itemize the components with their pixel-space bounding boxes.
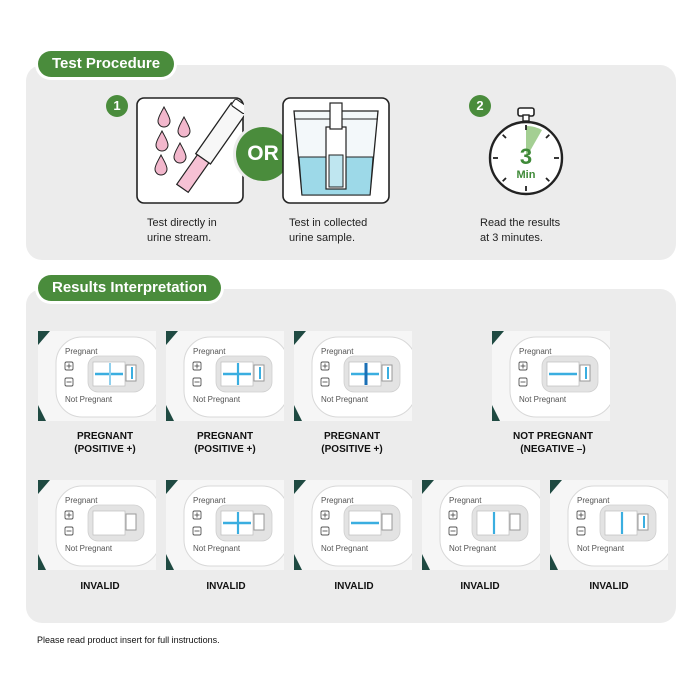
- step-1-badge: 1: [106, 95, 128, 117]
- option-a-caption: Test directly in urine stream.: [147, 217, 217, 244]
- not-pregnant-label: Not Pregnant: [193, 544, 241, 553]
- pregnant-label: Pregnant: [577, 496, 610, 505]
- collected-sample-illustration: [282, 97, 390, 204]
- result-label-invalid-4: INVALID: [460, 581, 500, 592]
- timer-value: 3: [520, 144, 532, 169]
- not-pregnant-label: Not Pregnant: [65, 544, 113, 553]
- pregnant-label: Pregnant: [65, 347, 98, 356]
- not-pregnant-label: Not Pregnant: [577, 544, 625, 553]
- test-device-invalid-2: Pregnant Not Pregnant: [166, 480, 284, 570]
- result-label-invalid-1: INVALID: [80, 581, 120, 592]
- footnote: Please read product insert for full inst…: [37, 635, 220, 645]
- procedure-title: Test Procedure: [38, 51, 175, 77]
- test-device-invalid-4: Pregnant Not Pregnant: [422, 480, 540, 570]
- timer-icon: 3 Min: [488, 107, 564, 196]
- pregnant-label: Pregnant: [193, 496, 226, 505]
- result-label-positive-2: PREGNANT (POSITIVE +): [194, 431, 256, 455]
- test-device-invalid-5: Pregnant Not Pregnant: [550, 480, 668, 570]
- urine-stream-illustration: [136, 97, 244, 204]
- not-pregnant-label: Not Pregnant: [193, 395, 241, 404]
- result-label-positive-3: PREGNANT (POSITIVE +): [321, 431, 383, 455]
- pregnant-label: Pregnant: [519, 347, 552, 356]
- not-pregnant-label: Not Pregnant: [321, 544, 369, 553]
- test-device-invalid-3: Pregnant Not Pregnant: [294, 480, 412, 570]
- not-pregnant-label: Not Pregnant: [65, 395, 113, 404]
- pregnant-label: Pregnant: [449, 496, 482, 505]
- or-badge: OR: [236, 127, 290, 181]
- test-device-negative: Pregnant Not Pregnant: [492, 331, 610, 421]
- test-device-positive-3: Pregnant Not Pregnant: [294, 331, 412, 421]
- pregnant-label: Pregnant: [193, 347, 226, 356]
- step-2-badge: 2: [469, 95, 491, 117]
- result-label-invalid-5: INVALID: [589, 581, 629, 592]
- pregnant-label: Pregnant: [321, 496, 354, 505]
- result-label-invalid-3: INVALID: [334, 581, 374, 592]
- test-device-positive-1: Pregnant Not Pregnant: [38, 331, 156, 421]
- not-pregnant-label: Not Pregnant: [449, 544, 497, 553]
- results-title: Results Interpretation: [38, 275, 222, 301]
- test-device-positive-2: Pregnant Not Pregnant: [166, 331, 284, 421]
- result-label-invalid-2: INVALID: [206, 581, 246, 592]
- pregnant-label: Pregnant: [321, 347, 354, 356]
- result-label-positive-1: PREGNANT (POSITIVE +): [74, 431, 136, 455]
- not-pregnant-label: Not Pregnant: [519, 395, 567, 404]
- step-2-caption: Read the results at 3 minutes.: [480, 217, 561, 244]
- option-b-caption: Test in collected urine sample.: [289, 217, 368, 244]
- not-pregnant-label: Not Pregnant: [321, 395, 369, 404]
- result-label-negative: NOT PREGNANT (NEGATIVE –): [513, 431, 593, 455]
- test-device-invalid-1: Pregnant Not Pregnant: [38, 480, 156, 570]
- pregnant-label: Pregnant: [65, 496, 98, 505]
- timer-unit: Min: [517, 169, 536, 181]
